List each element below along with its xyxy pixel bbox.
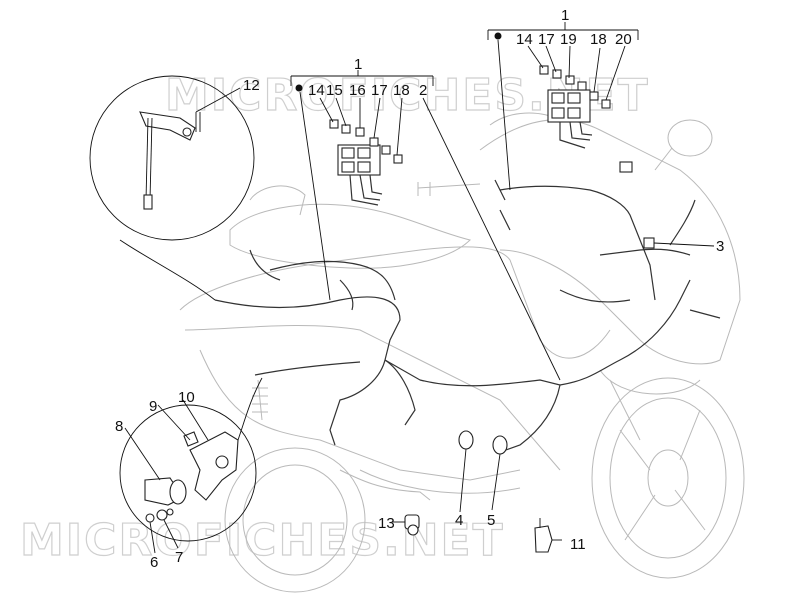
label-18-right: 18 <box>590 31 607 48</box>
label-8: 8 <box>115 418 123 435</box>
label-18-left: 18 <box>393 82 410 99</box>
label-12: 12 <box>243 77 260 94</box>
leader-lines <box>124 242 715 554</box>
label-16-left: 16 <box>349 82 366 99</box>
wiring-harness <box>214 179 721 453</box>
label-14-right: 14 <box>516 31 533 48</box>
group-bracket-right <box>487 22 639 191</box>
detail-circle-sensor <box>89 75 255 301</box>
label-3: 3 <box>716 238 724 255</box>
label-5: 5 <box>487 512 495 529</box>
label-2: 2 <box>419 82 427 99</box>
label-15-left: 15 <box>326 82 343 99</box>
label-7: 7 <box>175 549 183 566</box>
label-4: 4 <box>455 512 463 529</box>
group-bracket-left <box>290 70 561 381</box>
scooter-outline <box>179 112 745 593</box>
label-6: 6 <box>150 554 158 571</box>
connector-13 <box>404 514 420 536</box>
relay-11 <box>534 518 553 553</box>
label-9: 9 <box>149 398 157 415</box>
clamp-5 <box>492 435 508 455</box>
callout-labels: 1 14 15 16 17 18 2 1 14 17 19 18 20 3 4 … <box>115 7 724 571</box>
connector-3 <box>643 237 655 249</box>
label-17-left: 17 <box>371 82 388 99</box>
label-13: 13 <box>378 515 395 532</box>
label-20-right: 20 <box>615 31 632 48</box>
detail-circle-switch <box>119 377 263 542</box>
label-10: 10 <box>178 389 195 406</box>
clamp-4 <box>458 430 474 450</box>
label-group-left: 1 <box>354 56 362 73</box>
label-19-right: 19 <box>560 31 577 48</box>
label-group-right: 1 <box>561 7 569 24</box>
fuse-box-right <box>539 65 633 173</box>
fuse-box-left <box>329 119 403 206</box>
label-11: 11 <box>570 536 586 553</box>
label-17-right: 17 <box>538 31 555 48</box>
watermark-bottom: MICROFICHES.NET <box>20 515 505 566</box>
label-14-left: 14 <box>308 82 325 99</box>
